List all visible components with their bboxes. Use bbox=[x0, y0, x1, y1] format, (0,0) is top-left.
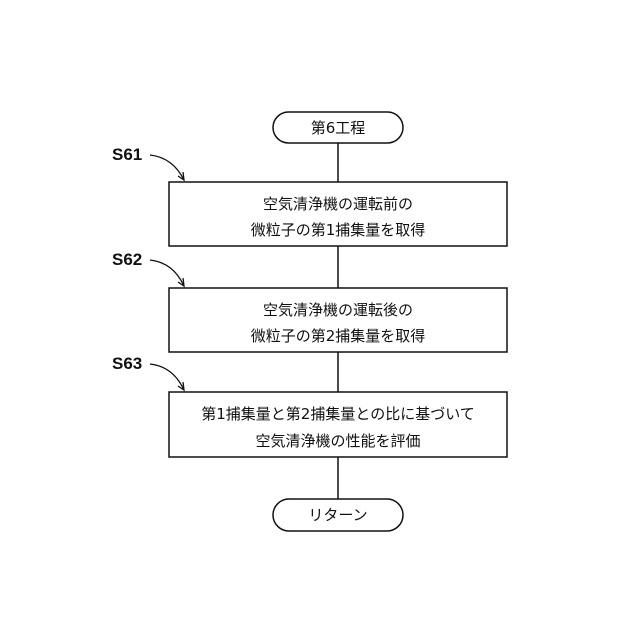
end-terminal-label: リターン bbox=[308, 506, 367, 524]
process-step-s62-line-2: 微粒子の第2捕集量を取得 bbox=[251, 327, 426, 345]
process-step-s61-line-2: 微粒子の第1捕集量を取得 bbox=[251, 221, 426, 239]
process-step-s62-line-1: 空気清浄機の運転後の bbox=[263, 301, 413, 319]
process-step-s63: 第1捕集量と第2捕集量との比に基づいて 空気清浄機の性能を評価 bbox=[169, 392, 507, 457]
process-step-s63-line-2: 空気清浄機の性能を評価 bbox=[255, 432, 420, 450]
step-label-s61: S61 bbox=[112, 145, 142, 164]
leader-arrowhead-s61 bbox=[178, 172, 184, 180]
process-step-s61: 空気清浄機の運転前の 微粒子の第1捕集量を取得 bbox=[169, 182, 507, 246]
end-terminal: リターン bbox=[273, 499, 403, 531]
start-terminal: 第6工程 bbox=[273, 112, 403, 143]
step-label-s62: S62 bbox=[112, 250, 142, 269]
step-label-s63: S63 bbox=[112, 354, 142, 373]
process-step-s61-line-1: 空気清浄機の運転前の bbox=[263, 195, 413, 213]
start-terminal-label: 第6工程 bbox=[311, 119, 366, 137]
process-step-s62: 空気清浄機の運転後の 微粒子の第2捕集量を取得 bbox=[169, 288, 507, 352]
process-step-s63-line-1: 第1捕集量と第2捕集量との比に基づいて bbox=[201, 405, 475, 423]
